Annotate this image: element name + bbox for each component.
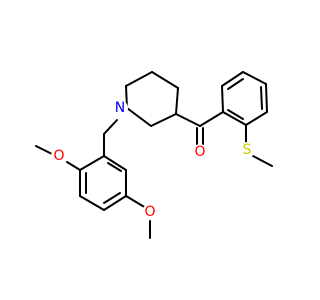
- methoxy-group-lower: [125, 195, 151, 239]
- carbonyl-oxygen-label: O: [194, 144, 205, 160]
- nitrogen-label: N: [115, 100, 125, 116]
- molecule-structure: N O S O O: [35, 71, 273, 239]
- dimethoxyphenyl-ring: [79, 155, 127, 211]
- methoxy-oxygen-lower-atom: O: [142, 204, 158, 220]
- methylthio-group: [245, 124, 273, 167]
- carbonyl-oxygen-atom: O: [192, 144, 208, 160]
- methylthio-phenyl-ring: [221, 71, 268, 126]
- sulfur-atom: S: [239, 142, 255, 158]
- carbonyl-group: [175, 111, 224, 147]
- methoxy-oxygen-upper-label: O: [53, 148, 64, 164]
- sulfur-label: S: [243, 142, 252, 158]
- nitrogen-atom: N: [112, 100, 128, 116]
- methoxy-oxygen-upper-atom: O: [51, 148, 67, 164]
- methoxy-group-upper: [35, 145, 81, 171]
- piperidine-ring: [125, 71, 179, 127]
- methoxy-oxygen-lower-label: O: [144, 204, 155, 220]
